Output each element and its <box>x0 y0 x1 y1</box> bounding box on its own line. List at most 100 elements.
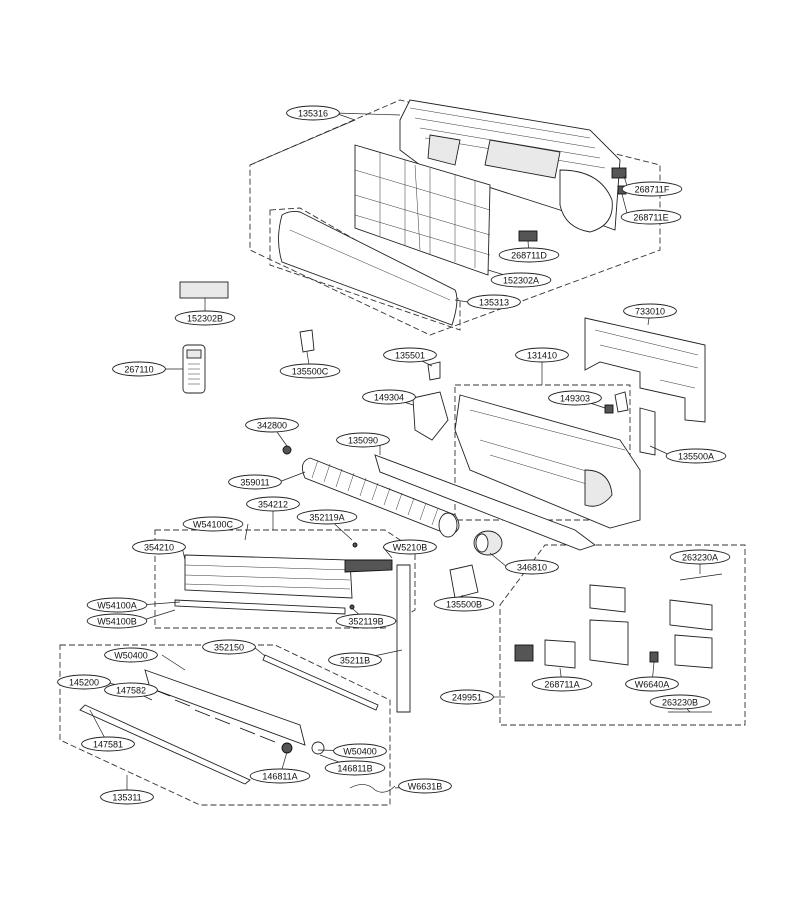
louver-assembly <box>79 669 325 785</box>
part-label-263230a: 263230A <box>669 549 731 565</box>
part-number-text: 359011 <box>240 478 269 488</box>
part-number-text: 263230A <box>682 553 718 563</box>
part-number-text: 147581 <box>93 740 123 750</box>
part-label-268711f: 268711F <box>621 181 683 197</box>
part-number-text: W54100B <box>97 617 137 627</box>
part-label-oval <box>279 363 341 379</box>
part-label-oval <box>467 294 521 310</box>
part-label-oval <box>202 639 256 655</box>
part-label-352119a: 352119A <box>296 509 358 525</box>
part-label-149303: 149303 <box>548 390 602 406</box>
part-label-oval <box>132 539 186 555</box>
fan-bearing <box>282 445 292 455</box>
part-number-text: 268711F <box>635 185 670 195</box>
part-number-text: 152302B <box>187 314 223 324</box>
part-label-oval <box>333 743 387 759</box>
part-label-267110: 267110 <box>112 361 166 377</box>
part-label-249951: 249951 <box>440 689 494 705</box>
installation-plate <box>584 317 706 423</box>
part-number-text: W54100C <box>193 520 234 530</box>
part-label-359011: 359011 <box>228 474 282 490</box>
part-number-text: 352119B <box>348 617 383 627</box>
part-label-352150: 352150 <box>202 639 256 655</box>
group-outline-front-panel <box>249 99 661 336</box>
part-number-text: 733010 <box>635 307 665 317</box>
part-number-text: 354212 <box>258 500 288 510</box>
group-outline-evaporator <box>154 529 416 629</box>
part-label-oval <box>324 760 386 776</box>
part-number-text: 135500A <box>678 452 714 462</box>
part-label-135501: 135501 <box>383 347 437 363</box>
part-number-text: 263230B <box>662 698 698 708</box>
part-number-text: 146811B <box>337 764 372 774</box>
part-label-oval <box>383 539 437 555</box>
part-label-oval <box>336 432 390 448</box>
part-number-text: 152302A <box>503 276 539 286</box>
part-label-oval <box>246 496 300 512</box>
motor-clip <box>604 404 614 414</box>
fan-motor <box>473 530 503 556</box>
part-number-text: 268711A <box>544 680 579 690</box>
display-pcb <box>518 230 538 242</box>
remote-control <box>182 344 206 394</box>
part-label-oval <box>531 676 593 692</box>
part-number-text: 149303 <box>560 394 590 404</box>
part-label-w54100a: W54100A <box>86 597 148 613</box>
part-label-135500a: 135500A <box>665 448 727 464</box>
part-label-w50400: W50400 <box>104 647 158 663</box>
part-label-oval <box>100 789 154 805</box>
part-label-146811b: 146811B <box>324 760 386 776</box>
part-number-text: 146811A <box>262 772 297 782</box>
control-box-assembly <box>514 573 723 713</box>
part-label-w54100b: W54100B <box>86 613 148 629</box>
part-label-oval <box>296 509 358 525</box>
part-number-text: W54100A <box>97 601 137 611</box>
part-label-oval <box>665 448 727 464</box>
part-number-text: 352150 <box>214 643 244 653</box>
group-outline-vane <box>59 644 391 806</box>
cover-clip <box>299 329 315 353</box>
part-label-w50400: W50400 <box>333 743 387 759</box>
part-label-oval <box>57 674 111 690</box>
part-label-354212: 354212 <box>246 496 300 512</box>
part-label-268711d: 268711D <box>498 247 560 263</box>
part-label-oval <box>104 647 158 663</box>
part-label-352119b: 352119B <box>335 613 397 629</box>
part-number-text: 346810 <box>517 563 547 573</box>
part-label-152302b: 152302B <box>174 310 236 326</box>
part-number-text: W50400 <box>114 651 148 661</box>
part-number-text: 145200 <box>69 678 99 688</box>
part-label-oval <box>104 682 158 698</box>
part-number-text: 268711E <box>633 213 668 223</box>
vane-rod <box>262 654 379 711</box>
part-label-135313: 135313 <box>467 294 521 310</box>
part-label-35211b: 35211B <box>328 652 382 668</box>
part-number-text: 354210 <box>144 543 174 553</box>
part-label-135090: 135090 <box>336 432 390 448</box>
part-number-text: 131410 <box>527 351 557 361</box>
part-label-263230b: 263230B <box>649 694 711 710</box>
part-label-147581: 147581 <box>81 736 135 752</box>
part-label-354210: 354210 <box>132 539 186 555</box>
part-number-text: 135500C <box>292 367 329 377</box>
bracket-small <box>427 361 441 381</box>
part-label-w54100c: W54100C <box>182 516 244 532</box>
wiring-harness <box>349 784 396 793</box>
part-label-oval <box>649 694 711 710</box>
part-label-oval <box>625 676 679 692</box>
part-label-149304: 149304 <box>362 389 416 405</box>
part-labels: 135316268711F268711E268711D152302A135313… <box>57 105 731 805</box>
part-label-oval <box>362 389 416 405</box>
part-label-oval <box>383 347 437 363</box>
part-number-text: W6640A <box>635 680 670 690</box>
part-label-135500b: 135500B <box>433 596 495 612</box>
group-outline-control-box <box>499 544 746 726</box>
part-label-145200: 145200 <box>57 674 111 690</box>
side-bracket-right <box>614 391 629 413</box>
part-label-oval <box>398 778 452 794</box>
refrigerant-pipe <box>396 564 411 713</box>
part-label-oval <box>182 516 244 532</box>
part-label-147582: 147582 <box>104 682 158 698</box>
clip-a <box>352 542 358 548</box>
